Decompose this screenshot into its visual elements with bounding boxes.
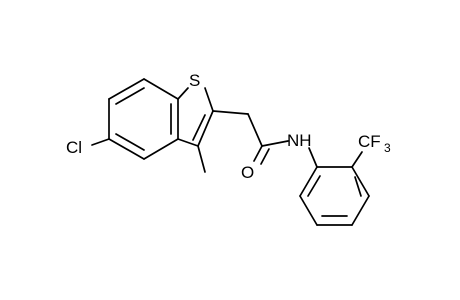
chlorine-label: Cl	[66, 138, 82, 157]
sulfur-label: S	[189, 71, 200, 90]
n-aryl-bond	[308, 147, 318, 168]
bond	[177, 87, 189, 100]
bond	[177, 138, 199, 147]
phenyl-ring	[299, 166, 370, 226]
chloro-bond	[91, 138, 110, 146]
bond	[204, 87, 214, 112]
co-double-bond-a	[253, 145, 263, 162]
bond	[143, 138, 179, 160]
cf3-label: CF	[358, 132, 381, 151]
bond	[351, 195, 370, 226]
cf3-subscript: 3	[384, 141, 391, 155]
double-bond-inner	[192, 114, 206, 141]
bond	[351, 166, 370, 197]
carbonyl-bond	[247, 113, 263, 147]
amide-bond	[261, 140, 289, 147]
bond	[108, 78, 145, 100]
bond	[299, 166, 318, 197]
bond	[108, 138, 145, 160]
ch2-bond	[212, 110, 249, 115]
thiophene-ring	[177, 87, 214, 147]
bond	[197, 110, 214, 147]
cf3-bond	[351, 151, 363, 168]
methyl-bond	[197, 145, 206, 173]
amide-nh-label: NH	[287, 131, 312, 150]
benzo-ring	[108, 78, 179, 160]
double-bond-inner	[115, 87, 145, 105]
oxygen-label: O	[241, 163, 254, 182]
double-bond-inner	[307, 175, 321, 197]
double-bond-inner	[354, 176, 362, 197]
co-double-bond-b	[260, 148, 270, 165]
double-bond-inner	[115, 133, 145, 151]
bond	[143, 78, 179, 100]
bond	[299, 195, 318, 226]
